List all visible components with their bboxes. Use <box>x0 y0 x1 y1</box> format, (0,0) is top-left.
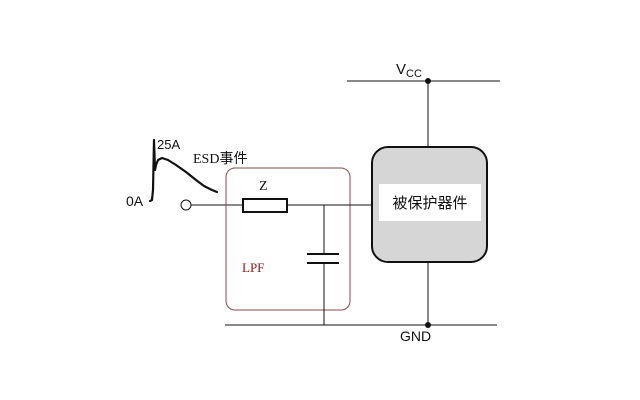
protected-device-label-bg <box>379 184 481 221</box>
vcc-label: VCC <box>396 61 422 80</box>
impedance-label: Z <box>259 179 268 194</box>
esd-base-label: 0A <box>126 193 144 209</box>
input-terminal <box>180 199 192 211</box>
lpf-boundary-box <box>225 167 351 311</box>
lpf-label: LPF <box>242 260 264 275</box>
gnd-label: GND <box>400 328 431 344</box>
esd-event-label: ESD事件 <box>193 151 247 167</box>
protected-device-label: 被保护器件 <box>392 195 467 212</box>
impedance-resistor <box>242 198 288 213</box>
esd-pulse-waveform <box>148 138 219 203</box>
esd-peak-label: 25A <box>157 137 180 152</box>
